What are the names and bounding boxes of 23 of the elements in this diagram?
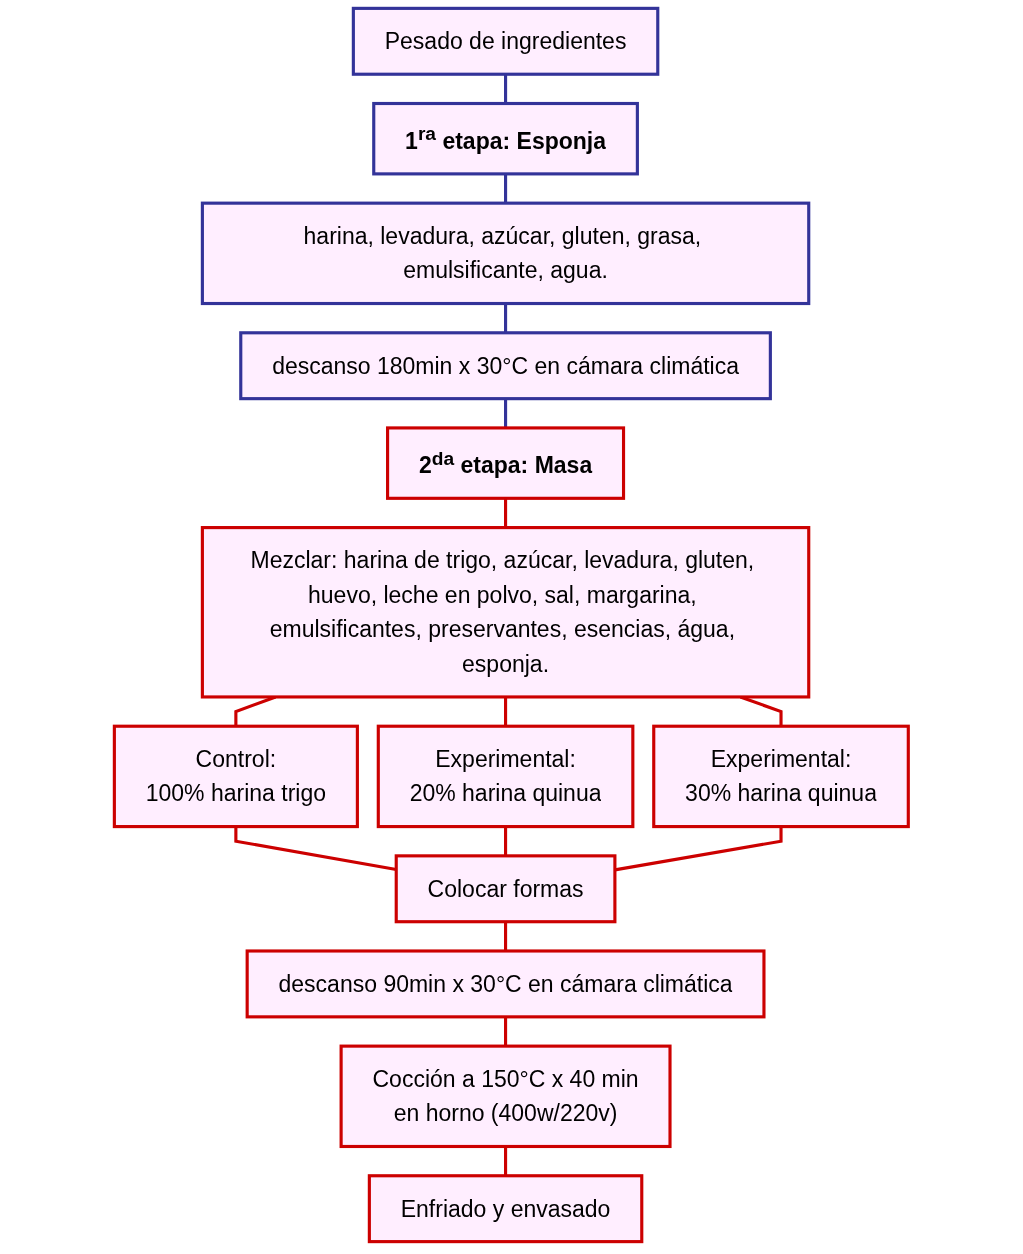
connector [504, 173, 508, 204]
connector [504, 74, 508, 104]
node-box: Colocar formas [394, 854, 617, 924]
node-box: Control: 100% harina trigo [112, 724, 360, 829]
node-box: Cocción a 150°C x 40 min en horno (400w/220v) [339, 1044, 672, 1149]
node-box: harina, levadura, azúcar, gluten, grasa, emulsificante, agua. [201, 201, 811, 306]
node-box: 2$^{da}$ etapa: Masa [386, 426, 626, 500]
node-box: descanso 90min x 30°C en cámara climática [245, 949, 766, 1019]
connector [504, 921, 508, 951]
connector [504, 1016, 508, 1047]
connector [504, 1146, 508, 1176]
node-box: Experimental: 20% harina quinua [376, 724, 635, 829]
connector [504, 826, 508, 856]
node-box: Mezclar: harina de trigo, azúcar, levadura, gluten, huevo, leche en polvo, sal, margarina, emulsificantes, preservantes, esencias, água, esponja. [201, 526, 811, 699]
node-box: Experimental: 30% harina quinua [652, 724, 911, 829]
connector [504, 398, 508, 428]
connector [504, 498, 508, 528]
node-box: Pesado de ingredientes [351, 6, 660, 76]
node-box: 1$^{ra}$ etapa: Esponja [372, 101, 640, 176]
node-box: Enfriado y envasado [367, 1174, 644, 1244]
connector [504, 303, 508, 333]
node-box: descanso 180min x 30°C en cámara climática [239, 331, 773, 401]
connector [504, 696, 508, 727]
